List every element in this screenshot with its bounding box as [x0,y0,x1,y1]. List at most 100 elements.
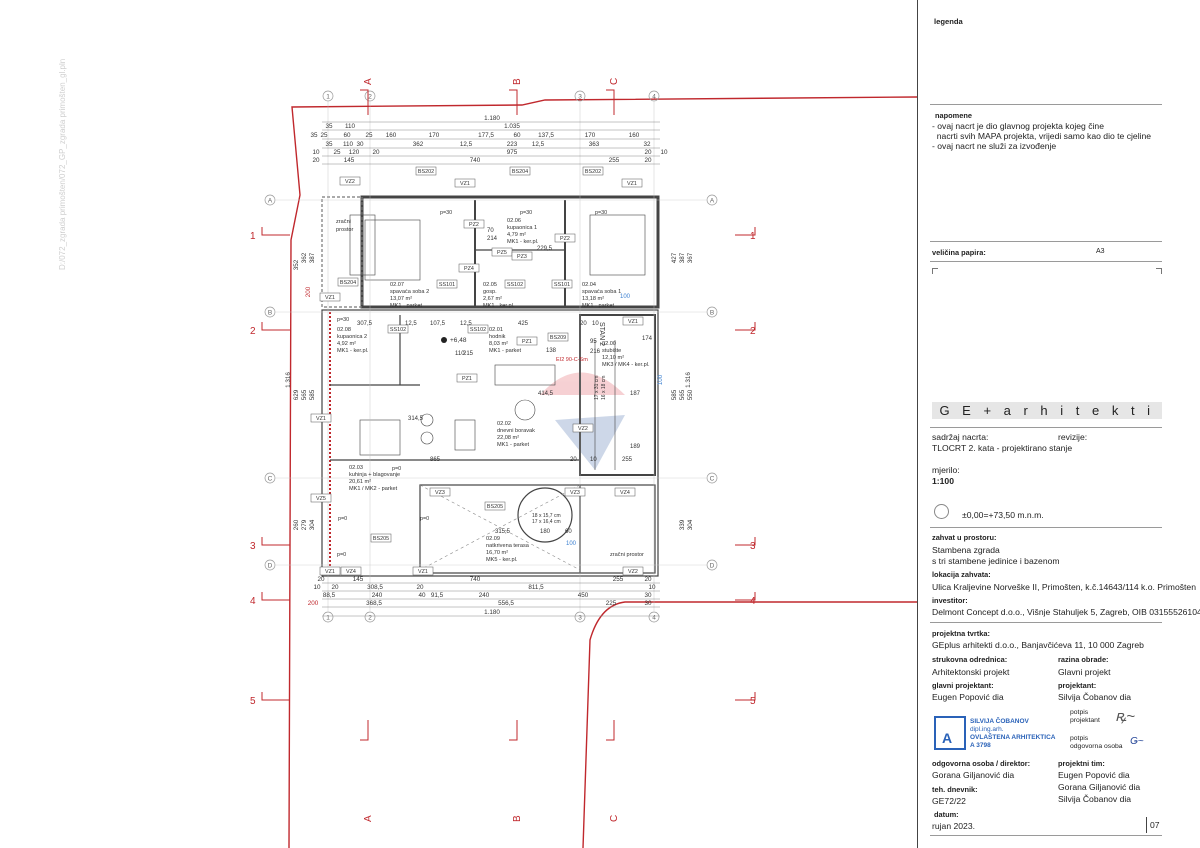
element-tag: VZ5 [316,496,326,502]
tag-box [415,166,437,176]
room-label: MK1 - parket [489,348,521,354]
dimension-value: 20 [570,457,577,463]
dimension-value: 1.180 [484,115,500,122]
dimension-value: 40 [418,592,426,599]
room-label: 02.01 [489,327,503,333]
grid-number: 4 [652,615,656,622]
tag-box [516,336,538,346]
scale-label: mjerilo: [932,465,960,475]
elevation-reference: ±0,00=+73,50 m.n.m. [962,510,1044,520]
dimension-value: 20 [312,157,320,164]
date-label: datum: [934,810,959,819]
element-tag: VZ1 [418,569,428,575]
tag-box [456,373,478,383]
section-number: 5 [750,696,756,707]
dimension-value: 10 [660,149,668,156]
element-tag: VZ3 [570,490,580,496]
tag-box [310,413,332,423]
section-marker [606,720,615,741]
tag-box [454,178,476,188]
dimension-value: 10 [592,321,599,327]
room-label: hodnik [489,334,506,340]
team-member: Eugen Popović dia [1058,770,1130,780]
dimension-value: 170 [585,132,596,139]
north-arrow-icon [934,504,949,519]
section-letter: B [512,815,523,822]
grid-bubble [264,194,276,206]
tag-box [621,178,643,188]
firm-value: GEplus arhitekti d.o.o., Banjavčićeva 11… [932,640,1144,650]
tag-box [463,219,485,229]
room-label: kupaonica 1 [507,225,537,231]
room-label: stubište [602,348,621,354]
grid-letter: A [710,198,715,205]
note-line: - ovaj nacrt ne služi za izvođenje [932,141,1057,151]
tag-box [387,324,409,334]
dimension-value: 110 [345,123,356,130]
grid-bubble [706,306,718,318]
dimension-value: 20 [416,584,424,591]
grid-number: 1 [326,94,330,101]
dimension-value: 229,5 [537,246,553,252]
dimension-value: 308,5 [367,584,383,591]
void-label: zračni prostor [610,552,644,558]
section-marker [735,322,756,331]
content-label: sadržaj nacrta: [932,432,989,442]
grid-bubble [264,472,276,484]
element-tag: VZ2 [578,426,588,432]
element-tag: VZ1 [325,295,335,301]
paper-size-value: A3 [1096,248,1105,255]
section-letter: B [512,78,523,85]
room-label: MK1 - ker.pl. [507,239,539,245]
room-label: spavaća soba 2 [390,289,429,295]
section-letter: A [363,815,374,822]
dimension-value: 170 [429,132,440,139]
discipline-label: strukovna odrednica: [932,655,1008,664]
team-label: projektni tim: [1058,759,1105,768]
unit-label: STAN 2 [598,322,605,346]
door-note: p=30 [520,210,532,216]
grid-bubble [648,611,660,623]
section-marker [509,720,518,741]
tag-box [572,423,594,433]
dimension-value: 1.316 [285,372,292,388]
grid-number: 2 [368,615,372,622]
element-tag: BS204 [512,169,528,175]
section-number: 4 [250,596,256,607]
door-note: p=30 [595,210,607,216]
tag-box [337,277,359,287]
room-label: 13,07 m² [390,296,412,302]
firm-logo: G E + a r h i t e k t i [932,402,1162,419]
dimension-value: 187 [630,391,641,397]
room-label: 02.08 [337,327,351,333]
dimension-value: 740 [470,576,481,583]
location-value: Ulica Kraljevine Norveške II, Primošten,… [932,582,1196,592]
intervention-label: zahvat u prostoru: [932,533,997,542]
room-label: 02.09 [486,536,500,542]
investor-value: Delmont Concept d.o.o., Višnje Stahuljek… [932,607,1200,617]
dimension-value: 30 [644,600,652,607]
dimension-value: 740 [470,157,481,164]
element-tag: BS205 [373,536,389,542]
level-marker-icon [441,337,447,343]
grid-letter: B [268,310,272,317]
void-label: zračni [336,219,351,225]
dimension-value: 260 [293,519,300,530]
element-tag: SS102 [470,327,486,333]
section-letter: C [609,815,620,822]
spiral-stair-info: 17 x 16,4 cm [532,519,561,525]
dimension-value: 20 [644,149,652,156]
room-label: dnevni boravak [497,428,535,434]
section-marker [735,537,756,546]
dimension-value: 30 [356,141,364,148]
tag-box [412,566,434,576]
section-marker [360,89,369,115]
legend-heading: legenda [934,17,963,26]
sheet-number: 07 [1146,817,1160,833]
dimension-value: 12,5 [532,141,545,148]
element-tag: SS101 [554,282,570,288]
section-number: 1 [750,231,756,242]
dimension-value: 91,5 [431,592,444,599]
